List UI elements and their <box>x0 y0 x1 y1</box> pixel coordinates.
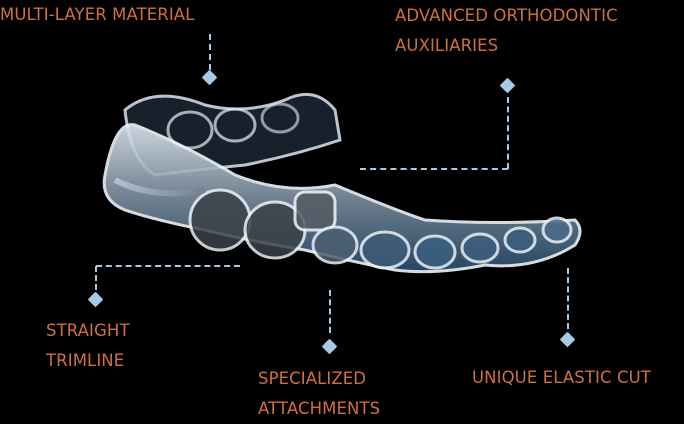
connector-line-advanced <box>507 97 509 169</box>
label-line: TRIMLINE <box>46 351 125 370</box>
label-line: ADVANCED ORTHODONTIC <box>395 6 618 25</box>
label-specialized-attachments: SPECIALIZED ATTACHMENTS <box>258 364 380 424</box>
connector-line-specialized <box>329 290 331 333</box>
connector-line-multi-layer <box>209 34 211 70</box>
diamond-marker-icon <box>559 331 576 348</box>
label-line: SPECIALIZED <box>258 369 367 388</box>
label-advanced-orthodontic-auxiliaries: ADVANCED ORTHODONTIC AUXILIARIES <box>395 1 618 61</box>
label-multi-layer-material: MULTI-LAYER MATERIAL <box>0 0 194 30</box>
label-unique-elastic-cut: UNIQUE ELASTIC CUT <box>472 363 651 393</box>
connector-line-advanced-horizontal <box>360 168 508 170</box>
clear-aligner-image <box>102 92 582 274</box>
label-line: AUXILIARIES <box>395 36 499 55</box>
label-line: ATTACHMENTS <box>258 399 381 418</box>
connector-line-unique <box>567 268 569 329</box>
label-line: MULTI-LAYER MATERIAL <box>0 5 195 24</box>
connector-line-straight-horizontal <box>96 265 240 267</box>
diamond-marker-icon <box>321 338 338 355</box>
diamond-marker-icon <box>87 291 104 308</box>
connector-line-straight <box>95 266 97 290</box>
label-line: STRAIGHT <box>46 321 130 340</box>
label-line: UNIQUE ELASTIC CUT <box>472 368 651 387</box>
label-straight-trimline: STRAIGHT TRIMLINE <box>46 316 130 376</box>
